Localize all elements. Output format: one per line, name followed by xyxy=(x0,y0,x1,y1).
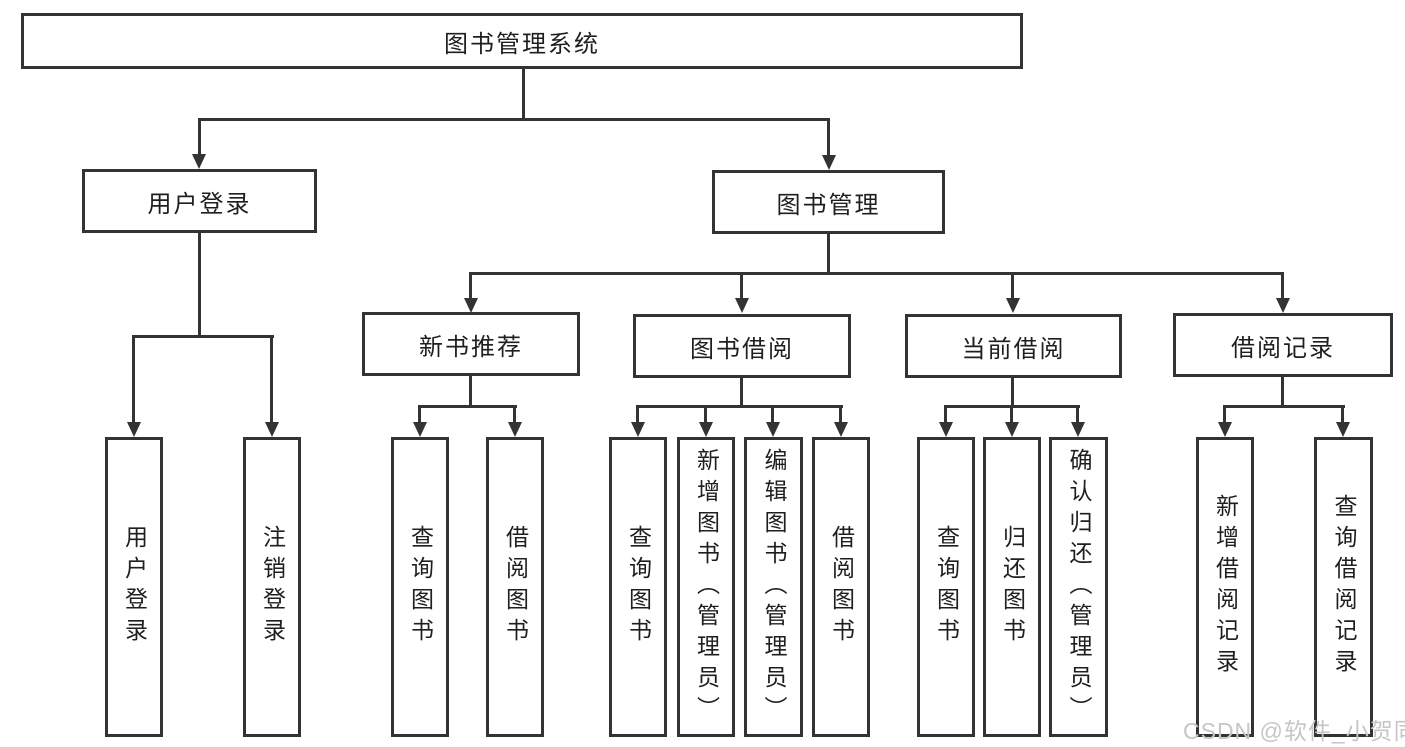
connector-arrowhead-icon xyxy=(939,422,953,437)
leaf-query-borrow-record: 查询借阅记录 xyxy=(1314,437,1373,737)
connector-line xyxy=(636,405,639,424)
connector-arrowhead-icon xyxy=(508,422,522,437)
node-root: 图书管理系统 xyxy=(21,13,1023,69)
connector-line xyxy=(513,405,516,424)
connector-line xyxy=(704,405,707,424)
node-book-borrow: 图书借阅 xyxy=(633,314,851,378)
connector-line xyxy=(522,69,525,120)
leaf-borrow-books-borrow: 借阅图书 xyxy=(812,437,870,737)
connector-line xyxy=(827,118,830,156)
connector-line xyxy=(839,405,842,424)
leaf-add-borrow-record: 新增借阅记录 xyxy=(1196,437,1254,737)
connector-line xyxy=(133,335,274,338)
connector-arrowhead-icon xyxy=(699,422,713,437)
connector-line xyxy=(827,233,830,275)
connector-line xyxy=(1010,405,1013,424)
connector-arrowhead-icon xyxy=(1336,422,1350,437)
connector-line xyxy=(470,272,1284,275)
leaf-borrow-books-recommend: 借阅图书 xyxy=(486,437,544,737)
connector-arrowhead-icon xyxy=(265,422,279,437)
leaf-add-book-admin: 新增图书（管理员） xyxy=(677,437,735,737)
connector-arrowhead-icon xyxy=(1276,298,1290,313)
leaf-query-books-borrow: 查询图书 xyxy=(609,437,667,737)
leaf-query-books-recommend: 查询图书 xyxy=(391,437,449,737)
connector-line xyxy=(1224,405,1345,408)
csdn-watermark: CSDN @软件_小贺同学 xyxy=(1183,718,1405,744)
connector-line xyxy=(1011,272,1014,299)
node-new-book-recommend: 新书推荐 xyxy=(362,312,580,376)
connector-line xyxy=(740,378,743,408)
connector-line xyxy=(469,376,472,408)
leaf-query-books-current: 查询图书 xyxy=(917,437,975,737)
connector-arrowhead-icon xyxy=(834,422,848,437)
connector-line xyxy=(1011,378,1014,408)
node-current-borrow: 当前借阅 xyxy=(905,314,1122,378)
connector-arrowhead-icon xyxy=(1218,422,1232,437)
leaf-confirm-return-admin: 确认归还（管理员） xyxy=(1049,437,1108,737)
connector-arrowhead-icon xyxy=(1005,422,1019,437)
connector-arrowhead-icon xyxy=(1006,298,1020,313)
connector-line xyxy=(1076,405,1079,424)
leaf-user-login: 用户登录 xyxy=(105,437,163,737)
connector-arrowhead-icon xyxy=(192,154,206,169)
leaf-return-book: 归还图书 xyxy=(983,437,1041,737)
connector-line xyxy=(1341,405,1344,424)
connector-line xyxy=(469,272,472,299)
connector-line xyxy=(198,233,201,338)
connector-arrowhead-icon xyxy=(631,422,645,437)
connector-line xyxy=(270,335,273,423)
connector-line xyxy=(198,118,830,121)
leaf-edit-book-admin: 编辑图书（管理员） xyxy=(744,437,803,737)
connector-arrowhead-icon xyxy=(822,155,836,170)
connector-line xyxy=(1281,272,1284,299)
connector-line xyxy=(198,118,201,156)
connector-line xyxy=(418,405,421,424)
connector-arrowhead-icon xyxy=(413,422,427,437)
node-borrow-records: 借阅记录 xyxy=(1173,313,1393,377)
connector-line xyxy=(771,405,774,424)
node-book-management: 图书管理 xyxy=(712,170,945,234)
connector-arrowhead-icon xyxy=(1071,422,1085,437)
connector-line xyxy=(740,272,743,299)
connector-arrowhead-icon xyxy=(464,298,478,313)
connector-line xyxy=(944,405,947,424)
connector-arrowhead-icon xyxy=(766,422,780,437)
connector-line xyxy=(1223,405,1226,424)
connector-arrowhead-icon xyxy=(127,422,141,437)
connector-line xyxy=(637,405,843,408)
node-user-login: 用户登录 xyxy=(82,169,317,233)
connector-line xyxy=(1281,377,1284,408)
leaf-logout: 注销登录 xyxy=(243,437,301,737)
connector-arrowhead-icon xyxy=(735,298,749,313)
connector-line xyxy=(419,405,517,408)
connector-line xyxy=(132,335,135,423)
